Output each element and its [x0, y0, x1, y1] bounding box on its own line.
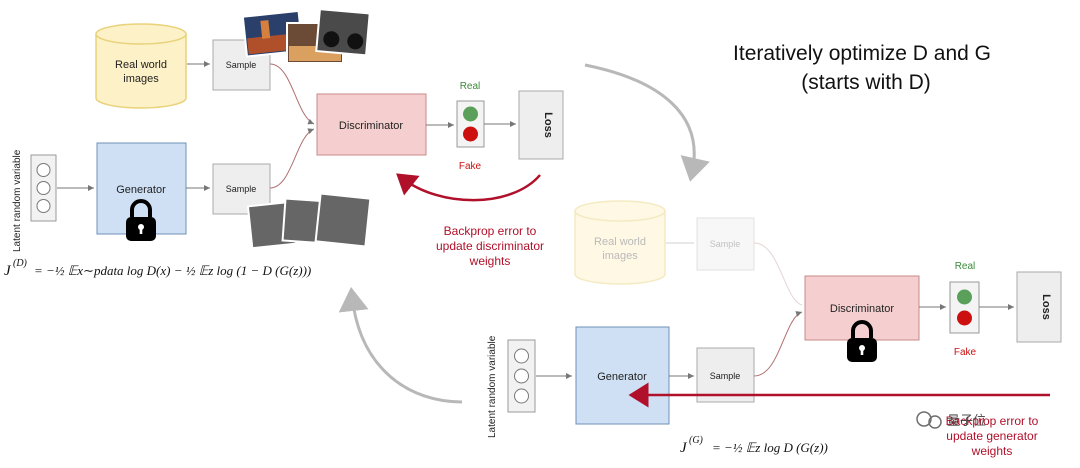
sample-real-faded-label: Sample: [710, 239, 741, 249]
loss-label: Loss: [542, 112, 554, 138]
loss-formula-g-rhs: = −½ 𝔼z log D (G(z)): [712, 440, 828, 455]
generator-label-g: Generator: [597, 371, 647, 383]
backprop-d-line-1: Backprop error to: [444, 224, 537, 238]
generator-box-g: Generator: [575, 326, 670, 425]
stage-generator-training: Real world images Sample Latent random v…: [487, 200, 1062, 458]
photo-icon: [241, 8, 371, 64]
latent-vector: [30, 154, 57, 222]
fake-label: Fake: [459, 161, 482, 172]
real-images-database-faded: Real world images Sample: [574, 200, 803, 306]
loss-label-g: Loss: [1040, 294, 1052, 320]
iterate-arrow-down: [584, 63, 710, 182]
latent-vector-g: [507, 339, 536, 413]
real-fake-indicator-g: [949, 281, 980, 334]
loss-formula-g-sup: (G): [689, 435, 704, 446]
loss-box: Loss: [518, 90, 564, 160]
fake-images-stack: [246, 192, 372, 250]
lock-icon-g: [847, 320, 877, 362]
loss-formula-d: J (D) = −½ 𝔼x∼pdata log D(x) − ½ 𝔼z log …: [4, 258, 311, 279]
real-images-label-1: Real world: [115, 59, 167, 71]
loss-formula-d-rhs: = −½ 𝔼x∼pdata log D(x) − ½ 𝔼z log (1 − D…: [34, 263, 311, 278]
title-line-1: Iteratively optimize D and G: [733, 42, 991, 65]
lock-icon: [126, 199, 156, 241]
backprop-d-line-2: update discriminator: [436, 239, 544, 253]
discriminator-box-g: Discriminator: [804, 275, 920, 341]
latent-variable-label: Latent random variable: [12, 149, 23, 252]
backprop-g-line-2: update generator: [946, 429, 1037, 443]
backprop-g-line-1: Backprop error to: [946, 414, 1039, 428]
backprop-discriminator-arrow: [396, 173, 541, 202]
sample-fake-box-g: Sample: [696, 347, 755, 403]
stage-discriminator-training: Real world images Sample: [4, 8, 564, 279]
real-fake-indicator: [456, 100, 485, 148]
discriminator-label: Discriminator: [339, 120, 404, 132]
backprop-d-line-3: weights: [469, 254, 511, 268]
iterate-arrow-up: [338, 287, 463, 404]
discriminator-label-g: Discriminator: [830, 303, 895, 315]
sample-real-label: Sample: [226, 60, 257, 70]
fake-label-g: Fake: [954, 347, 977, 358]
sample-fake-label-g: Sample: [710, 371, 741, 381]
backprop-g-line-3: weights: [971, 444, 1013, 458]
real-label-g: Real: [955, 261, 976, 272]
latent-variable-label-g: Latent random variable: [487, 335, 498, 438]
real-images-faded-label-2: images: [602, 250, 638, 262]
title-line-2: (starts with D): [801, 71, 931, 94]
discriminator-box: Discriminator: [316, 93, 427, 156]
loss-formula-g-lhs: J: [680, 440, 688, 456]
loss-formula-d-lhs: J: [4, 263, 12, 279]
watermark: 量子位: [916, 411, 986, 429]
loss-formula-d-sup: (D): [13, 258, 28, 269]
real-images-database: Real world images: [95, 23, 187, 109]
sample-fake-label: Sample: [226, 184, 257, 194]
watermark-text: 量子位: [947, 413, 986, 428]
generator-label: Generator: [116, 184, 166, 196]
real-images-faded-label-1: Real world: [594, 236, 646, 248]
loss-formula-g: J (G) = −½ 𝔼z log D (G(z)): [680, 435, 828, 456]
real-images-label-2: images: [123, 73, 159, 85]
loss-box-g: Loss: [1016, 271, 1062, 343]
real-label: Real: [460, 81, 481, 92]
